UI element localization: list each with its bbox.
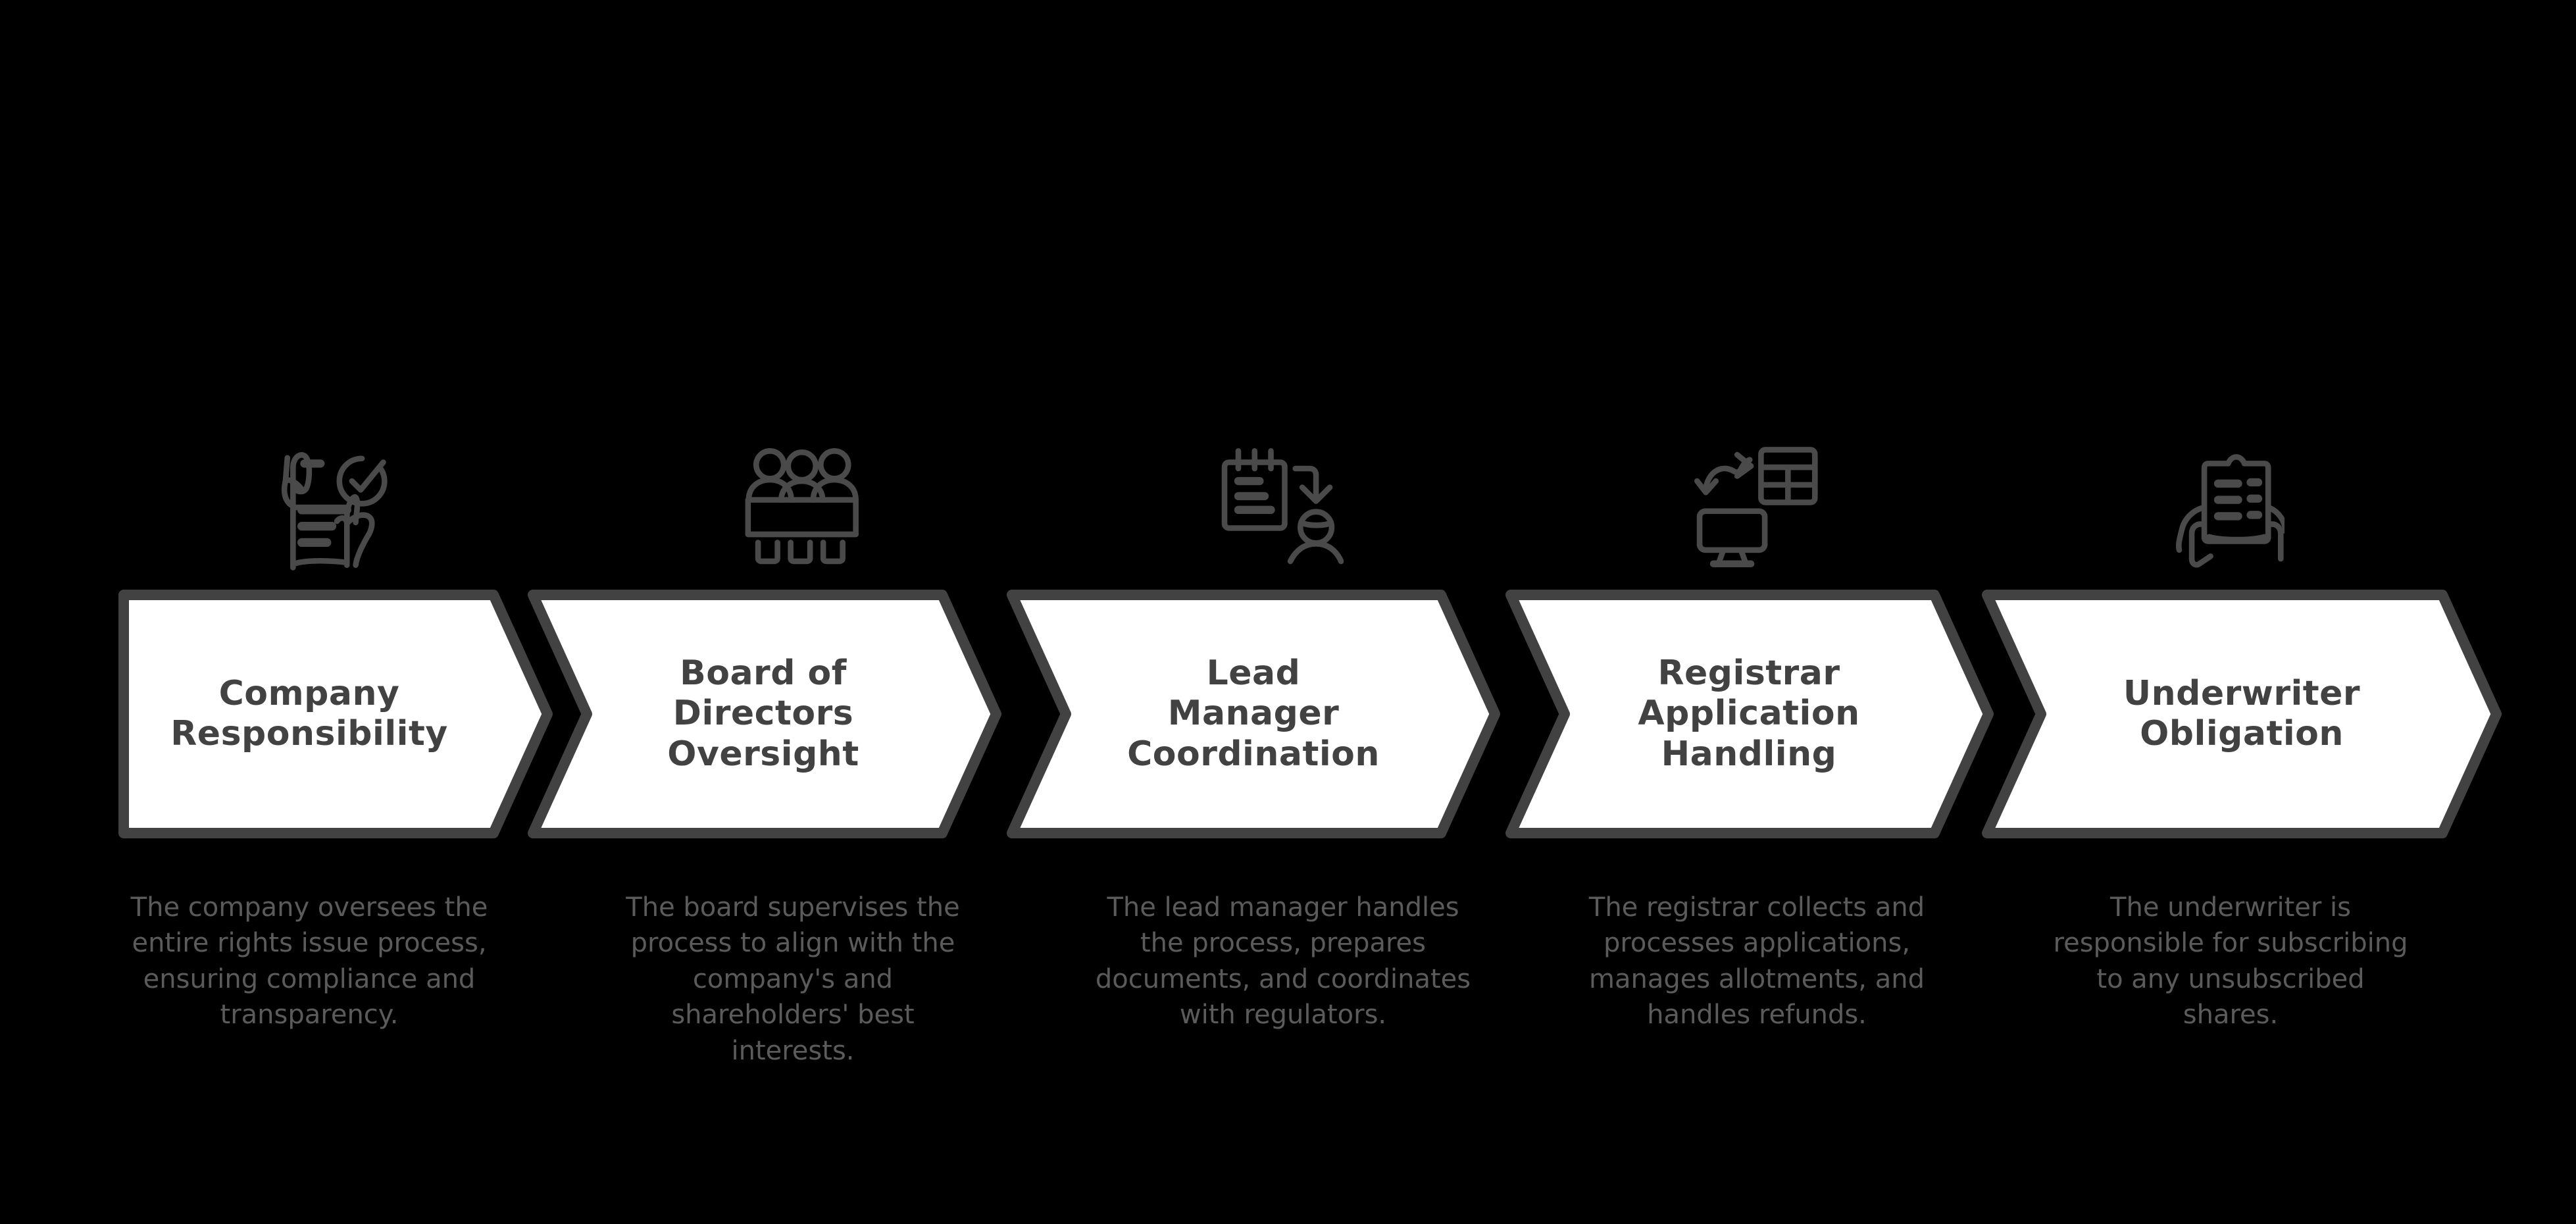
chevron-step-3[interactable] bbox=[1007, 590, 1500, 838]
step-3-description: The lead manager handles the process, pr… bbox=[1095, 892, 1471, 1031]
board-meeting-people-table-icon bbox=[733, 442, 865, 574]
step-1-description: The company oversees the entire rights i… bbox=[130, 892, 488, 1031]
notepad-arrow-person-icon bbox=[1212, 442, 1344, 574]
chevron-step-1[interactable] bbox=[118, 590, 553, 838]
step-5-description: The underwriter is responsible for subsc… bbox=[2053, 892, 2408, 1031]
chevron-step-4[interactable] bbox=[1505, 590, 1994, 838]
step-4-description: The registrar collects and processes app… bbox=[1588, 892, 1925, 1031]
chevron-step-2[interactable] bbox=[528, 590, 1001, 838]
hands-holding-document-check-icon bbox=[258, 442, 390, 574]
step-2-description: The board supervises the process to alig… bbox=[626, 892, 960, 1066]
monitor-spreadsheet-sync-icon bbox=[1687, 442, 1819, 574]
hands-holding-clipboard-icon bbox=[2153, 442, 2285, 574]
chevron-step-5[interactable] bbox=[1982, 590, 2502, 838]
